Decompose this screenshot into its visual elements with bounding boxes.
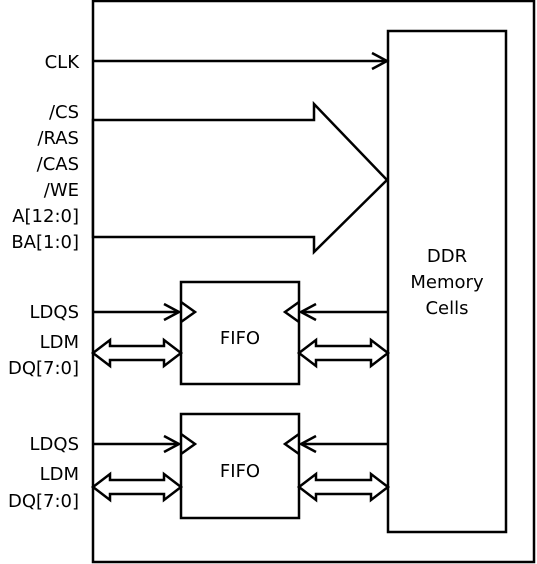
ldqs-return-arrowhead <box>298 302 317 322</box>
ldm-label: LDM <box>40 332 79 353</box>
address-label: A[12:0] <box>12 206 79 227</box>
fifo-box <box>179 412 301 520</box>
bank-address-label: BA[1:0] <box>11 232 79 253</box>
clk-label: CLK <box>45 52 81 73</box>
ldm-label: LDM <box>40 464 79 485</box>
clk-arrowhead <box>371 51 390 71</box>
ldqs-arrowhead <box>163 302 182 322</box>
ldqs-return-arrowhead <box>298 434 317 454</box>
cas-label: /CAS <box>37 154 79 175</box>
ras-label: /RAS <box>37 128 79 149</box>
ldqs-arrowhead <box>163 434 182 454</box>
command-bus-arrow <box>91 100 389 255</box>
fifo-clock-in-marker <box>180 300 198 324</box>
byte-lane-1: FIFO LDQS LDM DQ[7:0] <box>8 280 391 386</box>
fifo-label: FIFO <box>220 328 260 349</box>
dq-bus-left <box>90 471 184 503</box>
dq-bus-right <box>296 337 391 369</box>
memory-cells-block <box>386 29 508 534</box>
fifo-clock-out-marker <box>282 300 300 324</box>
fifo-label: FIFO <box>220 461 260 482</box>
fifo-box <box>179 280 301 386</box>
ldqs-label: LDQS <box>30 434 79 455</box>
dq-label: DQ[7:0] <box>8 491 79 512</box>
dq-label: DQ[7:0] <box>8 358 79 379</box>
memory-label-line3: Cells <box>425 298 468 319</box>
cs-label: /CS <box>49 102 79 123</box>
memory-label-line1: DDR <box>427 246 467 267</box>
byte-lane-2: FIFO LDQS LDM DQ[7:0] <box>8 412 391 520</box>
fifo-clock-in-marker <box>180 432 198 456</box>
ldqs-label: LDQS <box>30 302 79 323</box>
dq-bus-right <box>296 471 391 503</box>
memory-label-line2: Memory <box>410 272 484 293</box>
dq-bus-left <box>90 337 184 369</box>
we-label: /WE <box>44 180 79 201</box>
fifo-clock-out-marker <box>282 432 300 456</box>
